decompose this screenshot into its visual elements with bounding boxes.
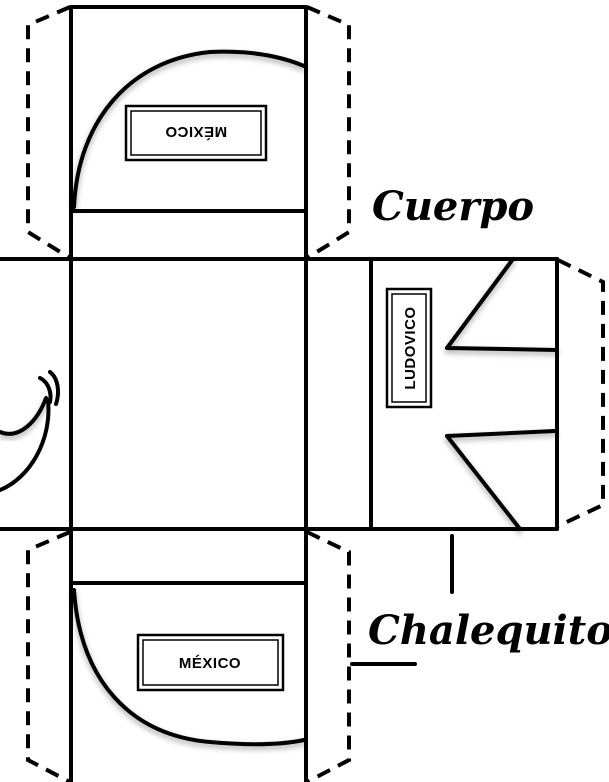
top-right-tab (305, 5, 351, 260)
top-face: MÉXICO (69, 5, 308, 261)
bottom-face-curve (72, 588, 306, 747)
vest-upper-lapel (445, 257, 559, 352)
top-face-curve (72, 49, 306, 209)
middle-row (0, 257, 559, 782)
bottom-face: MÉXICO (69, 581, 308, 747)
bottom-mexico-badge: MÉXICO (136, 633, 285, 692)
bottom-mexico-badge-text: MÉXICO (179, 655, 241, 672)
label-cuerpo: Cuerpo (372, 183, 534, 230)
smile-mark (0, 370, 60, 492)
right-tab (557, 258, 605, 528)
bottom-left-tab (26, 530, 71, 782)
bottom-right-tab (306, 530, 351, 782)
vest-ludovico-badge: LUDOVICO (385, 287, 433, 409)
top-left-tab (26, 5, 72, 260)
top-mexico-badge: MÉXICO (124, 104, 268, 162)
vest-lower-lapel (445, 429, 557, 531)
vest-panel: LUDOVICO (385, 257, 559, 531)
vest-ludovico-badge-text: LUDOVICO (402, 306, 419, 389)
label-chalequito: Chalequito (368, 607, 609, 654)
top-mexico-badge-text: MÉXICO (165, 123, 227, 140)
